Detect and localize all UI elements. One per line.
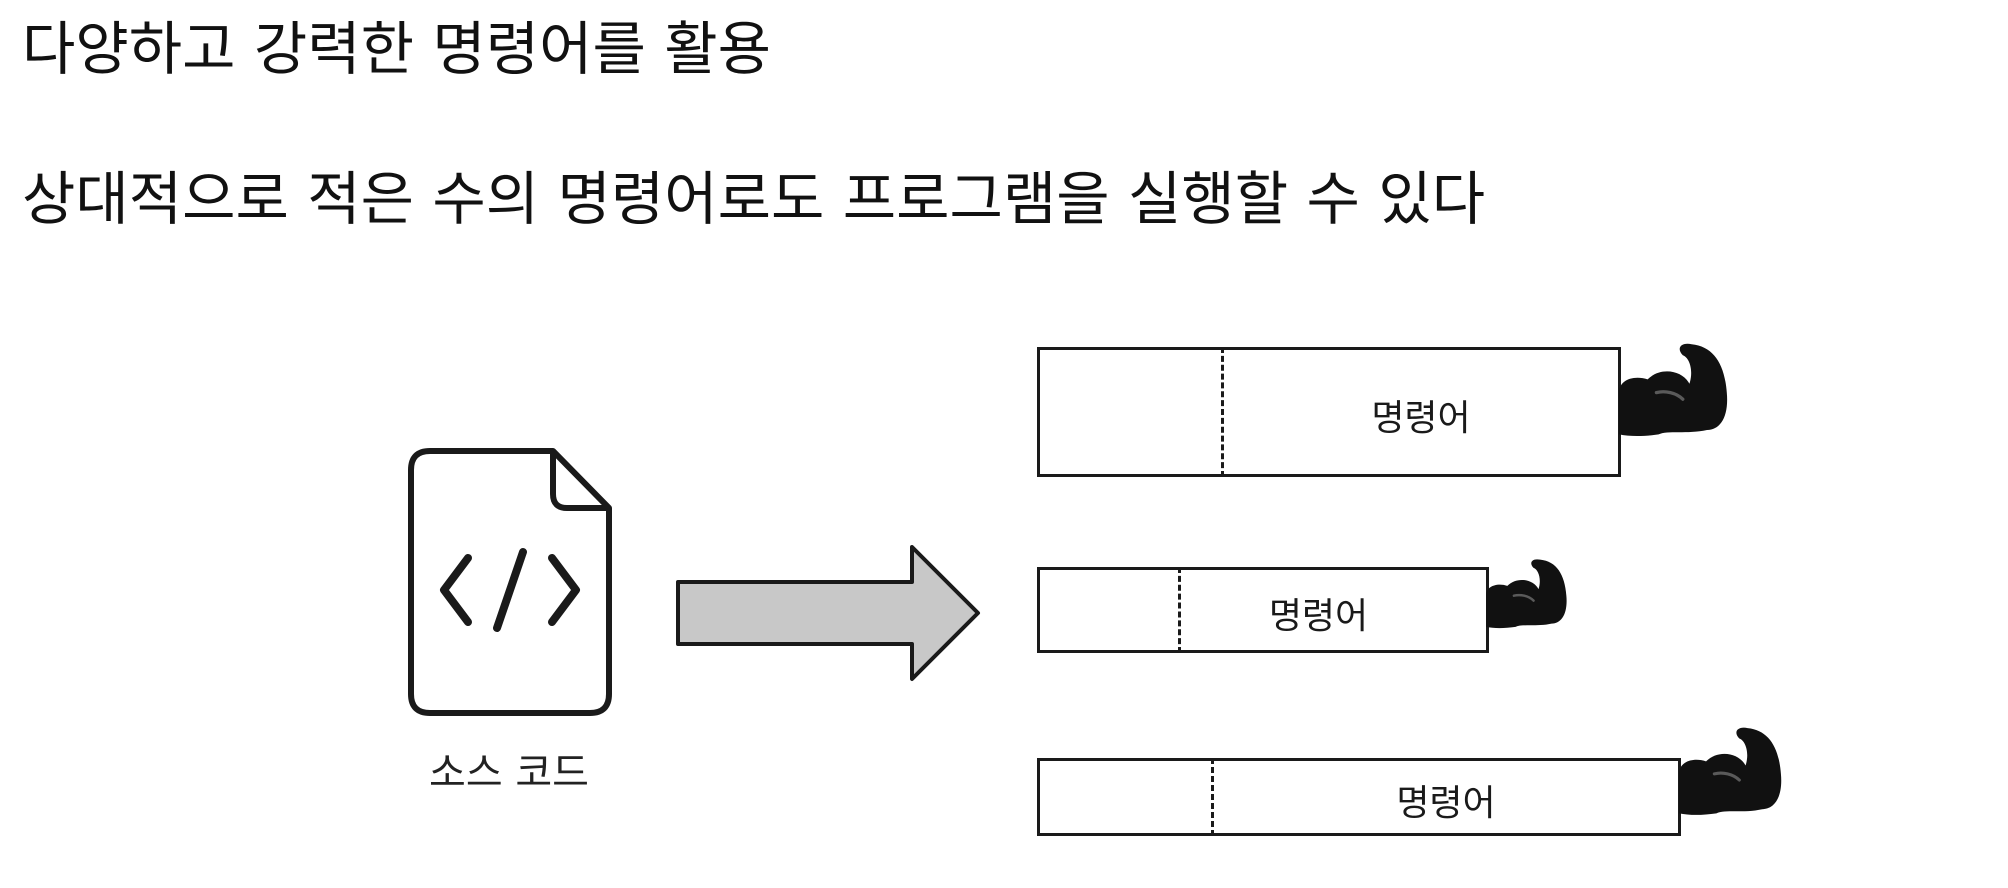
code-file-icon xyxy=(408,448,612,716)
instruction-box xyxy=(1037,567,1489,653)
field-divider xyxy=(1211,758,1214,836)
instruction-label: 명령어 xyxy=(1396,783,1496,824)
instruction-bar: 명령어 xyxy=(1037,343,1737,477)
instruction-box xyxy=(1037,758,1681,836)
flexed-biceps-icon xyxy=(1679,727,1782,815)
heading-sub: 상대적으로 적은 수의 명령어로도 프로그램을 실행할 수 있다 xyxy=(22,165,1486,233)
right-arrow-icon xyxy=(676,545,980,681)
instruction-label: 명령어 xyxy=(1268,596,1369,637)
source-code-caption: 소스 코드 xyxy=(429,750,589,796)
instruction-label: 명령어 xyxy=(1371,398,1471,439)
field-divider xyxy=(1221,347,1224,477)
flexed-biceps-icon xyxy=(1486,559,1567,629)
instruction-bar: 명령어 xyxy=(1037,559,1577,653)
flexed-biceps-icon xyxy=(1619,343,1728,437)
instruction-bar: 명령어 xyxy=(1037,727,1797,836)
instruction-box xyxy=(1037,347,1621,477)
heading-main: 다양하고 강력한 명령어를 활용 xyxy=(22,15,771,83)
field-divider xyxy=(1178,567,1181,653)
